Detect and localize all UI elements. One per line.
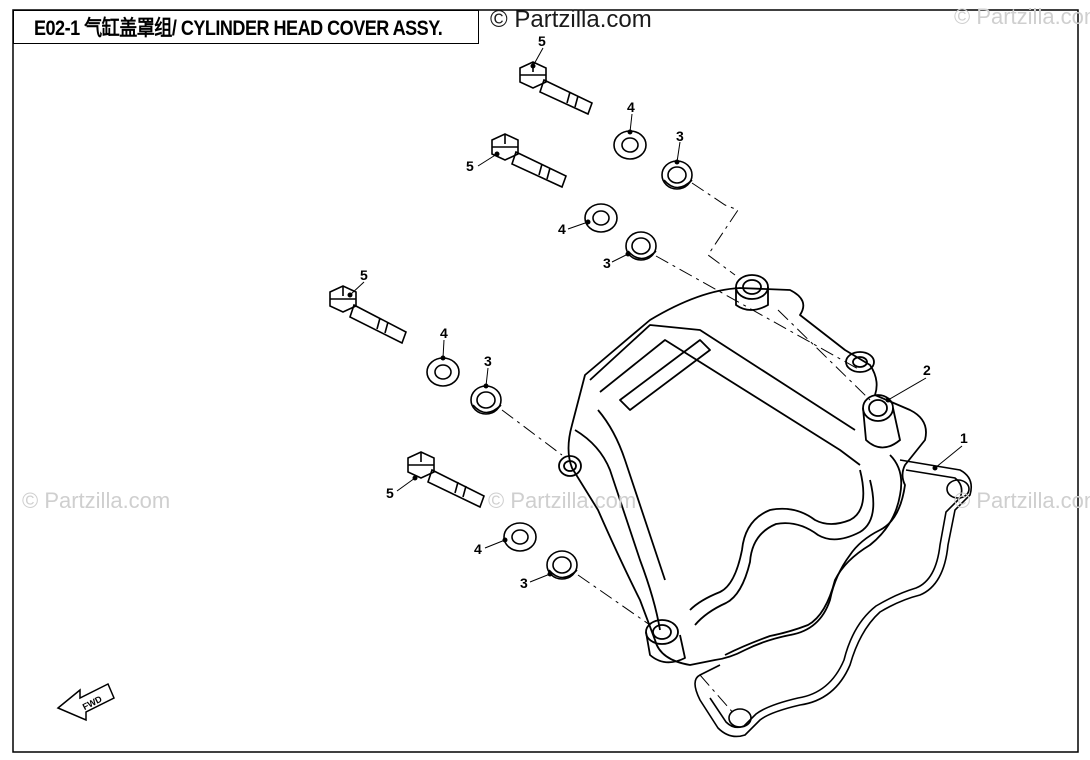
- cover-boss: [652, 624, 672, 640]
- center-lines: [501, 182, 871, 716]
- callout-part-5: 5: [538, 33, 546, 49]
- bolt-set-a: [519, 61, 693, 190]
- drawing-frame: [12, 9, 1079, 753]
- watermark: © Partzilla.com: [488, 488, 637, 513]
- bolt-shank: [427, 468, 485, 509]
- bolt-shank: [511, 150, 567, 189]
- callout-numbers: 5 4 3 5 4 3 5 4 3 5 4 3 2 1: [360, 33, 968, 591]
- callout-part-3: 3: [676, 128, 684, 144]
- fwd-arrow: FWD: [56, 682, 115, 722]
- grommet: [625, 231, 657, 261]
- watermark: © Partzilla.com: [22, 488, 171, 513]
- cover-boss: [845, 351, 875, 373]
- bolt-set-b: [491, 133, 657, 261]
- bolt-set-c: [329, 285, 502, 415]
- cover-boss: [558, 455, 582, 477]
- bolt-shank: [349, 303, 407, 345]
- callout-part-3: 3: [484, 353, 492, 369]
- callout-part-4: 4: [474, 541, 482, 557]
- watermark: © Partzilla.com: [490, 6, 652, 33]
- bolt-shank: [539, 78, 593, 116]
- gasket-bolt-hole: [946, 479, 970, 499]
- leader-lines: [347, 47, 963, 583]
- watermark: © Partzilla.com: [954, 4, 1090, 29]
- washer: [613, 130, 647, 160]
- callout-part-2: 2: [923, 362, 931, 378]
- bolt-set-d: [407, 451, 578, 580]
- cover-boss: [735, 274, 769, 300]
- washer: [503, 522, 537, 552]
- cover-boss: [742, 279, 762, 295]
- callout-part-4: 4: [440, 325, 448, 341]
- callout-part-5: 5: [386, 485, 394, 501]
- gasket: [694, 459, 973, 738]
- cover-boss: [563, 460, 577, 472]
- washer: [584, 203, 618, 233]
- callout-part-3: 3: [520, 575, 528, 591]
- callout-part-3: 3: [603, 255, 611, 271]
- gasket-bolt-hole: [728, 708, 752, 728]
- watermark: © Partzilla.com: [954, 488, 1090, 513]
- grommet: [546, 550, 578, 580]
- callout-part-5: 5: [360, 267, 368, 283]
- seal-ring: [862, 394, 901, 449]
- cover-boss: [852, 356, 868, 368]
- cover-boss: [645, 619, 679, 645]
- cylinder-head-cover: [558, 274, 927, 666]
- title-box: E02-1 气缸盖罩组/ CYLINDER HEAD COVER ASSY.: [13, 10, 479, 44]
- washer: [426, 357, 460, 387]
- callout-part-4: 4: [627, 99, 635, 115]
- callout-part-1: 1: [960, 430, 968, 446]
- callout-part-4: 4: [558, 221, 566, 237]
- page-title: E02-1 气缸盖罩组/ CYLINDER HEAD COVER ASSY.: [34, 17, 443, 40]
- callout-part-5: 5: [466, 158, 474, 174]
